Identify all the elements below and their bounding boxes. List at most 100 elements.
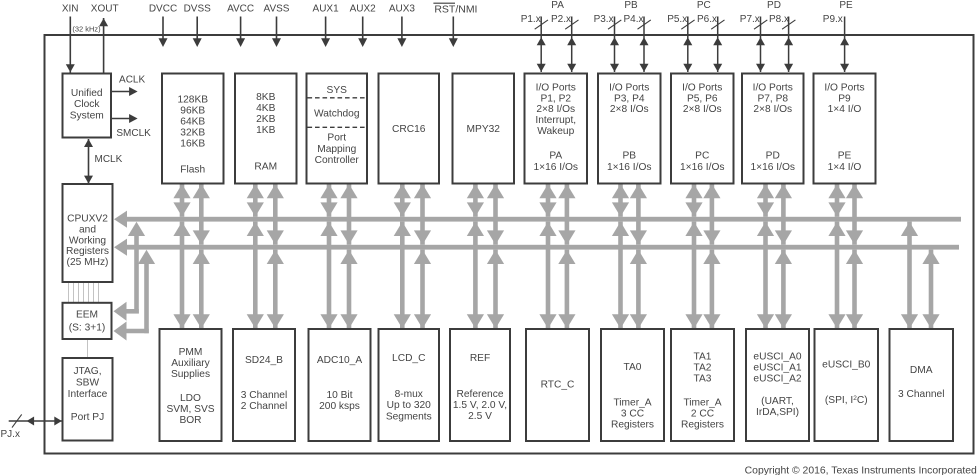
svg-text:BOR: BOR (179, 415, 201, 426)
svg-text:Up to 320: Up to 320 (387, 400, 432, 411)
svg-text:XIN: XIN (62, 4, 79, 15)
svg-text:Port: Port (327, 133, 346, 144)
svg-text:SVM, SVS: SVM, SVS (166, 404, 214, 415)
svg-text:ACLK: ACLK (119, 74, 145, 85)
svg-text:P1.x: P1.x (521, 14, 541, 25)
svg-text:2×8 I/Os: 2×8 I/Os (536, 104, 575, 115)
svg-text:TA2: TA2 (694, 363, 712, 374)
svg-text:DVCC: DVCC (149, 4, 177, 15)
svg-text:128KB: 128KB (177, 95, 208, 106)
svg-text:Flash: Flash (180, 165, 205, 176)
svg-text:RST/NMI: RST/NMI (434, 3, 477, 15)
svg-text:I/O Ports: I/O Ports (682, 82, 722, 93)
svg-text:AUX1: AUX1 (313, 4, 340, 15)
svg-text:P5, P6: P5, P6 (687, 93, 718, 104)
svg-text:Copyright © 2016, Texas Instru: Copyright © 2016, Texas Instruments Inco… (745, 465, 977, 475)
svg-text:(S: 3+1): (S: 3+1) (69, 323, 106, 334)
svg-text:TA3: TA3 (694, 373, 712, 384)
svg-text:(UART,: (UART, (761, 396, 794, 407)
svg-text:2×8 I/Os: 2×8 I/Os (610, 104, 649, 115)
svg-text:2 Channel: 2 Channel (241, 401, 287, 412)
svg-text:2 CC: 2 CC (691, 409, 714, 420)
svg-text:32KB: 32KB (180, 128, 205, 139)
svg-text:ADC10_A: ADC10_A (317, 355, 363, 366)
svg-text:4KB: 4KB (256, 103, 275, 114)
svg-text:Interrupt,: Interrupt, (535, 115, 576, 126)
svg-text:CRC16: CRC16 (392, 124, 426, 135)
svg-text:PMM: PMM (179, 347, 203, 358)
svg-text:8KB: 8KB (256, 92, 275, 103)
svg-text:8-mux: 8-mux (395, 389, 423, 400)
svg-text:(SPI, I2C): (SPI, I2C) (825, 395, 868, 406)
svg-text:16KB: 16KB (180, 139, 205, 150)
svg-text:TA0: TA0 (624, 362, 642, 373)
svg-text:AVSS: AVSS (264, 4, 290, 15)
svg-text:P5.x: P5.x (667, 14, 687, 25)
svg-text:RAM: RAM (254, 162, 277, 173)
svg-text:System: System (70, 110, 104, 121)
svg-text:PC: PC (697, 0, 711, 11)
svg-text:P2.x: P2.x (551, 14, 571, 25)
svg-text:P7.x: P7.x (740, 14, 760, 25)
svg-text:AUX3: AUX3 (389, 4, 416, 15)
svg-text:I/O Ports: I/O Ports (824, 82, 864, 93)
svg-text:Interface: Interface (68, 389, 108, 400)
svg-text:1×4 I/O: 1×4 I/O (828, 104, 862, 115)
svg-text:P3, P4: P3, P4 (614, 93, 645, 104)
svg-text:3 CC: 3 CC (621, 409, 644, 420)
svg-text:and: and (79, 225, 96, 236)
svg-text:Auxiliary: Auxiliary (171, 358, 210, 369)
svg-text:MCLK: MCLK (95, 154, 123, 165)
svg-text:Registers: Registers (611, 420, 654, 431)
svg-text:PA: PA (551, 0, 564, 11)
svg-text:eUSCI_A2: eUSCI_A2 (753, 373, 801, 384)
svg-text:Unified: Unified (71, 88, 103, 99)
svg-text:1×16 I/Os: 1×16 I/Os (751, 162, 795, 173)
svg-text:PB: PB (624, 0, 638, 11)
svg-text:(32 kHz): (32 kHz) (72, 25, 101, 34)
svg-text:MPY32: MPY32 (467, 124, 501, 135)
svg-text:P9: P9 (838, 93, 851, 104)
svg-text:Supplies: Supplies (171, 369, 210, 380)
svg-text:(25 MHz): (25 MHz) (67, 257, 109, 268)
svg-text:AUX2: AUX2 (350, 4, 377, 15)
svg-text:eUSCI_A1: eUSCI_A1 (753, 363, 801, 374)
svg-text:Registers: Registers (681, 420, 724, 431)
svg-text:Working: Working (69, 235, 107, 246)
svg-text:SMCLK: SMCLK (116, 128, 151, 139)
svg-text:P4.x: P4.x (623, 14, 643, 25)
svg-text:IrDA,SPI): IrDA,SPI) (756, 407, 799, 418)
svg-text:eUSCI_B0: eUSCI_B0 (822, 360, 870, 371)
svg-text:2×8 I/Os: 2×8 I/Os (753, 104, 792, 115)
svg-text:P7, P8: P7, P8 (757, 93, 788, 104)
svg-text:DVSS: DVSS (184, 4, 212, 15)
svg-text:eUSCI_A0: eUSCI_A0 (753, 352, 801, 363)
svg-text:Timer_A: Timer_A (613, 398, 651, 409)
svg-text:DMA: DMA (910, 365, 933, 376)
svg-text:PB: PB (622, 151, 636, 162)
svg-text:I/O Ports: I/O Ports (609, 82, 649, 93)
svg-text:EEM: EEM (76, 309, 98, 320)
svg-text:PJ.x: PJ.x (1, 429, 20, 440)
svg-text:P9.x: P9.x (823, 14, 843, 25)
svg-text:2KB: 2KB (256, 114, 275, 125)
svg-text:SD24_B: SD24_B (245, 355, 283, 366)
svg-text:96KB: 96KB (180, 106, 205, 117)
svg-text:JTAG,: JTAG, (73, 366, 101, 377)
svg-text:1.5 V, 2.0 V,: 1.5 V, 2.0 V, (453, 400, 507, 411)
svg-text:Timer_A: Timer_A (683, 398, 721, 409)
svg-text:CPUXV2: CPUXV2 (67, 214, 108, 225)
svg-text:LCD_C: LCD_C (392, 353, 425, 364)
svg-text:Watchdog: Watchdog (314, 109, 360, 120)
svg-text:PC: PC (695, 151, 709, 162)
svg-text:XOUT: XOUT (91, 4, 119, 15)
svg-text:3 Channel: 3 Channel (241, 390, 287, 401)
svg-text:I/O Ports: I/O Ports (536, 82, 576, 93)
svg-text:64KB: 64KB (180, 117, 205, 128)
svg-text:AVCC: AVCC (227, 4, 254, 15)
svg-text:Wakeup: Wakeup (537, 126, 574, 137)
svg-text:SYS: SYS (327, 85, 348, 96)
svg-text:Clock: Clock (74, 99, 100, 110)
svg-text:1×16 I/Os: 1×16 I/Os (680, 162, 724, 173)
svg-text:PE: PE (838, 151, 852, 162)
